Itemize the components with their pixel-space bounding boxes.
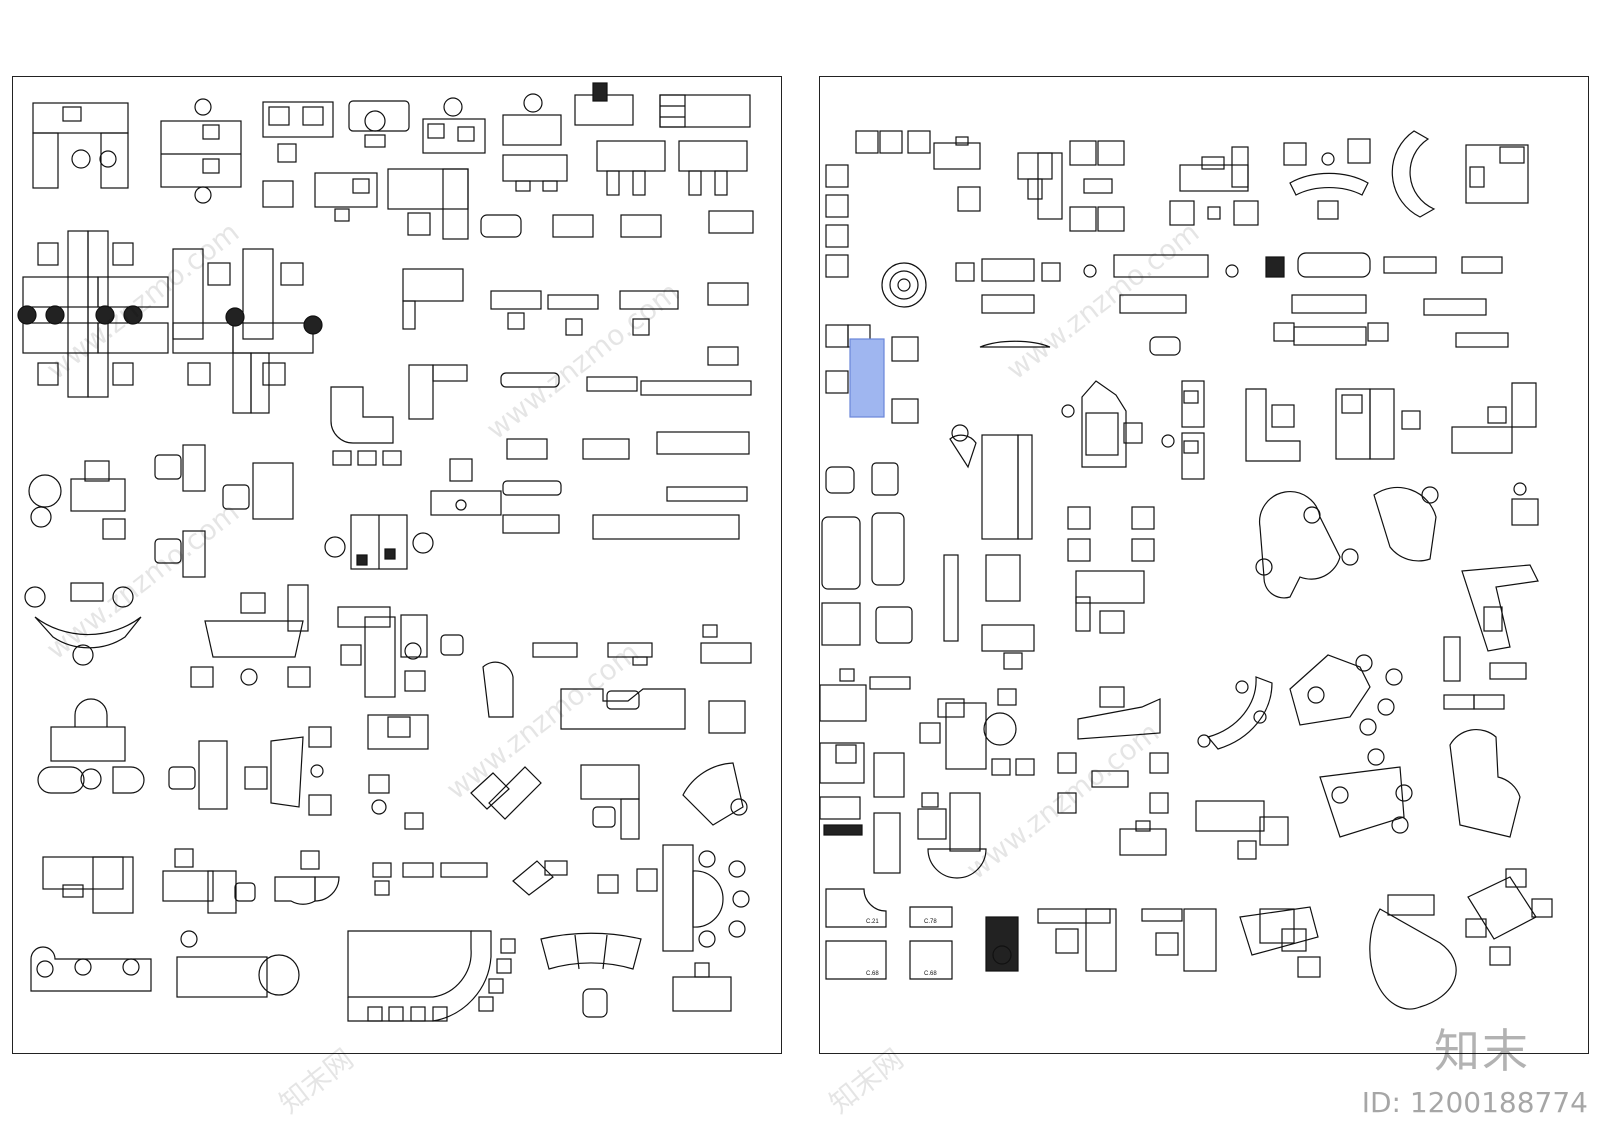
wood-desk-icon <box>337 606 464 698</box>
left-drawing-sheet <box>12 76 782 1054</box>
tag-c68b: C.68 <box>924 971 937 977</box>
reception-counter-icon <box>30 930 300 998</box>
executive-desk-row-icon <box>430 372 752 540</box>
armchair-pair-icon <box>821 462 913 646</box>
kidney-table-right-icon <box>1195 728 1521 860</box>
executive-l-desk-icon <box>636 844 750 952</box>
workstation-pair-icon <box>160 98 242 204</box>
desk-pair-lower-icon <box>168 726 332 816</box>
right-furniture-plan: C.21 C.78 C.68 C.68 <box>820 130 1553 1010</box>
selected-table-icon <box>825 324 919 424</box>
desk-chair-icon <box>348 100 410 148</box>
watermark-brand-logo: 知末 <box>1434 1024 1530 1078</box>
desk-chair-pair-icon <box>154 444 294 578</box>
desk-two-chairs-icon <box>422 97 486 154</box>
arch-desk-icon <box>37 698 145 794</box>
right-drawing-sheet: C.21 C.78 C.68 C.68 <box>819 76 1589 1054</box>
sofa-meeting-icon <box>1057 686 1169 856</box>
round-meeting-table-icon <box>28 460 126 540</box>
watermark-id-label: ID: 1200188774 <box>1361 1086 1588 1119</box>
conference-cluster-icon <box>324 514 434 570</box>
left-furniture-plan <box>17 82 754 1022</box>
corner-workstation-icon <box>1245 382 1537 462</box>
s-curve-desk-icon <box>1255 482 1539 599</box>
l-desk-right-icon <box>1443 564 1539 710</box>
curved-workbench-icon <box>1197 654 1403 750</box>
workstation-lower-icon <box>42 848 340 914</box>
hexagon-table-icon <box>1061 380 1205 480</box>
tag-c68a: C.68 <box>866 971 879 977</box>
cubicle-row-icon <box>502 140 748 196</box>
wood-table-icon <box>917 688 1035 879</box>
simple-desk-chair-icon <box>502 93 562 146</box>
curved-desk-icon <box>24 582 142 666</box>
desk-computer-icon <box>820 668 911 874</box>
sofa-set-icon <box>933 136 1125 232</box>
reception-curve-icon <box>1169 146 1259 226</box>
hatched-table-icon <box>1037 906 1321 978</box>
small-tables-icon <box>372 860 619 896</box>
lounge-chair-desk-icon <box>949 424 1033 540</box>
storage-desk-icon <box>574 82 751 128</box>
meeting-chairs-icon <box>943 506 1155 670</box>
computer-desk-icon <box>262 168 469 240</box>
leaf-table-icon <box>1369 868 1553 1010</box>
sofa-row-icon <box>955 252 1503 316</box>
tag-c21: C.21 <box>866 919 879 925</box>
desk-row-mid-icon <box>490 290 679 336</box>
corner-desk-icon <box>330 364 468 466</box>
l-shaped-desk-icon <box>32 102 129 189</box>
kidney-desk-icon <box>482 624 752 734</box>
curved-sofa-lower-icon <box>540 932 732 1018</box>
executive-desk-wave-icon <box>190 584 311 688</box>
round-rug-icon <box>881 262 927 308</box>
desk-with-chair-lower-icon <box>367 714 542 830</box>
cubicle-pods-icon: C.21 C.78 C.68 C.68 <box>825 888 1019 980</box>
lounge-chairs-icon <box>825 130 931 278</box>
desk-with-monitor-icon <box>262 101 334 163</box>
semicircle-reception-icon <box>1283 130 1529 220</box>
tag-c78: C.78 <box>924 919 937 925</box>
curved-bar-counter-icon <box>347 930 516 1022</box>
workstation-cluster-icon <box>17 230 169 398</box>
sofa-row-2-icon <box>979 322 1509 356</box>
reception-desk-icon <box>402 210 754 366</box>
l-desk-lower-icon <box>580 762 748 840</box>
workstation-cluster-2-icon <box>172 248 323 414</box>
